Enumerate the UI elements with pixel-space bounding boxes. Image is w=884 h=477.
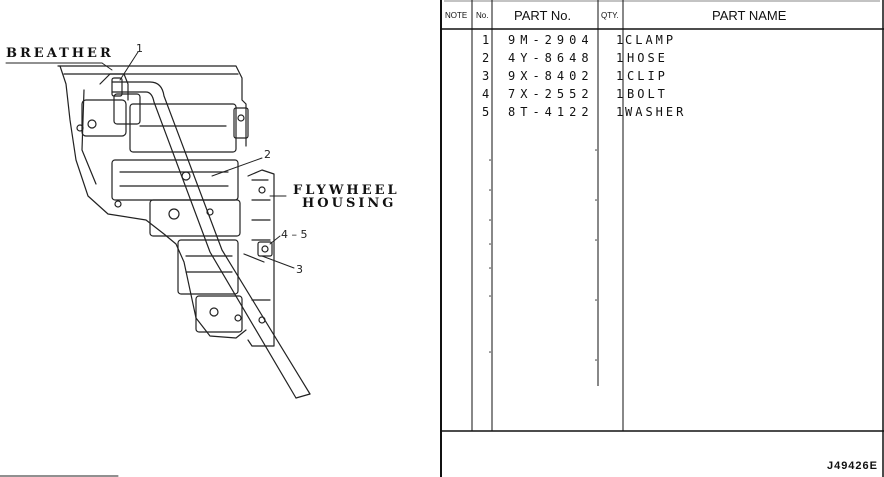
row-number: 1 [482, 33, 490, 47]
callout-3: 3 [296, 263, 303, 276]
header-part-no: PART No. [514, 8, 572, 23]
header-note: NOTE [445, 11, 468, 20]
callout-4-5: 4 – 5 [281, 228, 308, 241]
row-number: 3 [482, 69, 490, 83]
header-qty: QTY. [601, 11, 619, 20]
table-grid [440, 0, 884, 477]
engine-illustration [0, 51, 311, 477]
row-number: 5 [482, 105, 490, 119]
row-part-number: 4Y-8648 [508, 51, 594, 65]
header-no: No. [476, 11, 489, 20]
engine-diagram: BREATHER 1 2 FLYWHEEL HOUSING 4 – 5 3 [0, 0, 440, 477]
drawing-code: J49426E [826, 460, 878, 472]
row-quantity: 1 [616, 33, 624, 47]
row-part-number: 9X-8402 [508, 69, 594, 83]
row-part-number: 8T-4122 [508, 105, 594, 119]
row-quantity: 1 [616, 69, 624, 83]
housing-label: HOUSING [302, 196, 397, 211]
row-number: 4 [482, 87, 490, 101]
header-part-name: PART NAME [712, 8, 787, 23]
row-quantity: 1 [616, 87, 624, 101]
row-part-name: CLAMP [625, 33, 677, 47]
row-quantity: 1 [616, 105, 624, 119]
row-quantity: 1 [616, 51, 624, 65]
row-part-number: 9M-2904 [508, 33, 594, 47]
row-part-name: BOLT [627, 87, 668, 101]
row-part-name: CLIP [627, 69, 668, 83]
breather-label: BREATHER [6, 46, 114, 61]
row-part-number: 7X-2552 [508, 87, 594, 101]
flywheel-label: FLYWHEEL [293, 183, 400, 198]
row-part-name: HOSE [627, 51, 668, 65]
callout-2: 2 [264, 148, 271, 161]
parts-table: NOTE No. PART No. QTY. PART NAME 1 9M-29… [440, 0, 884, 477]
row-part-name: WASHER [625, 105, 687, 119]
row-number: 2 [482, 51, 490, 65]
callout-1: 1 [136, 42, 143, 55]
